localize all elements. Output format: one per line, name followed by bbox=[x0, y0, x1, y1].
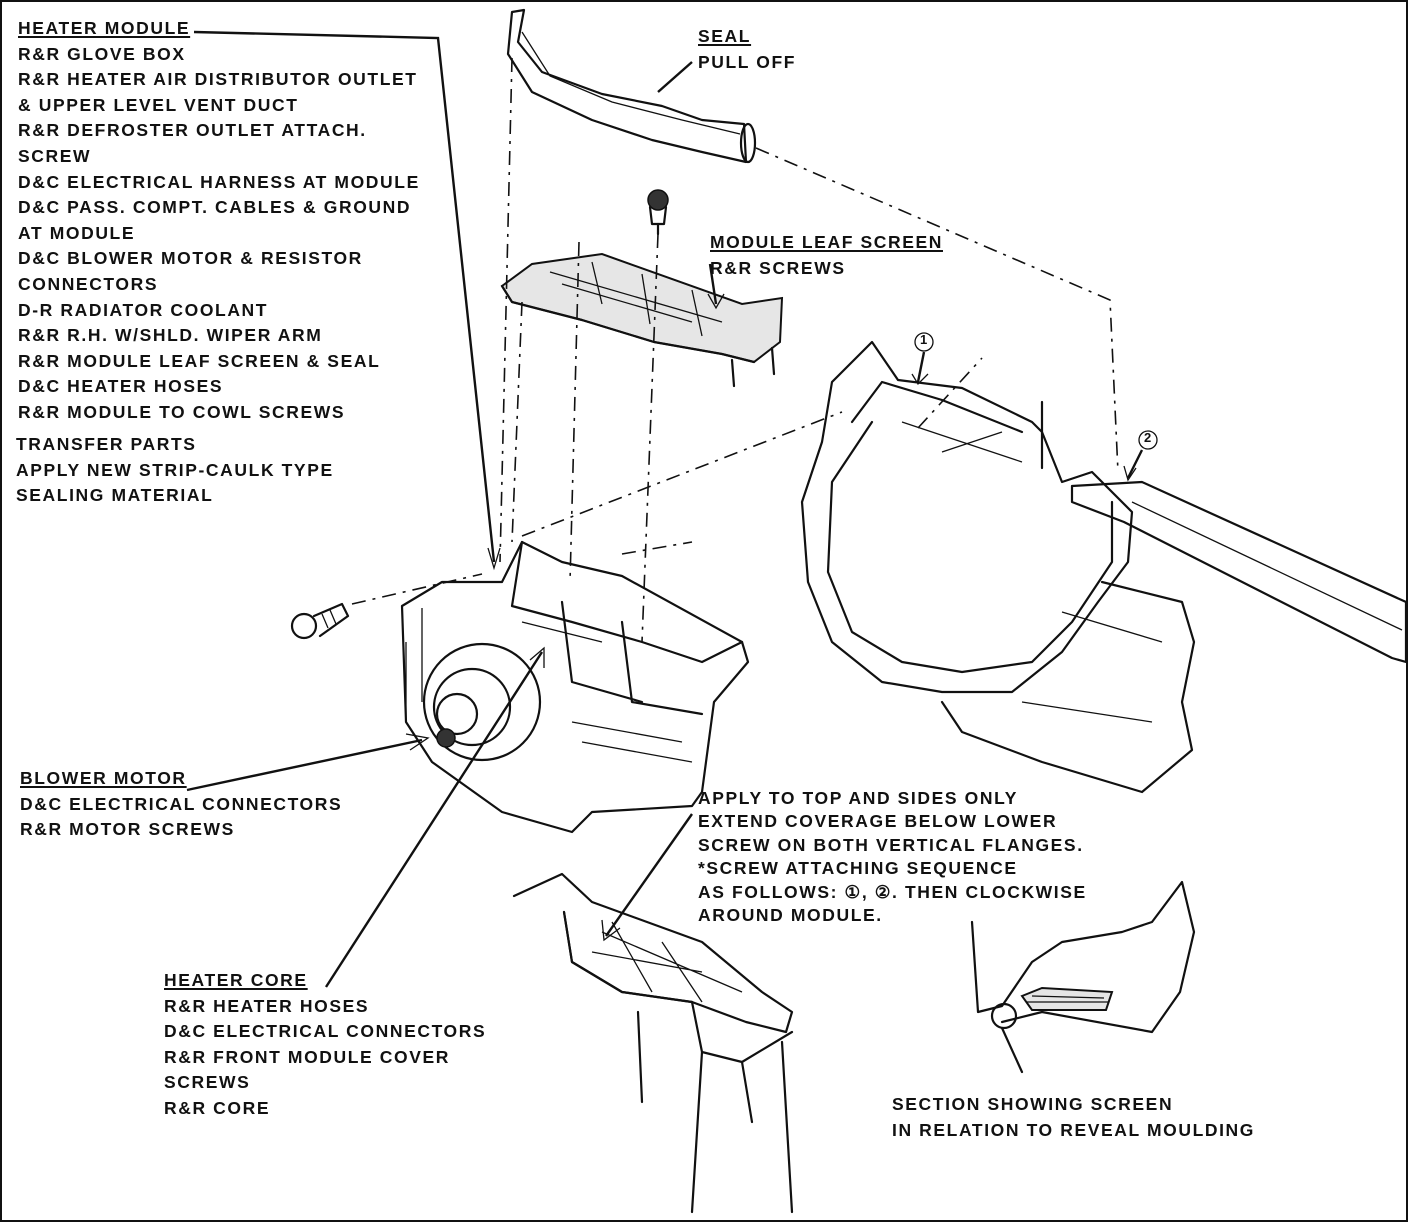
seal-title: SEAL bbox=[698, 26, 752, 46]
apply-note-line: SCREW ON BOTH VERTICAL FLANGES. bbox=[698, 834, 1084, 855]
transfer-step: TRANSFER PARTS bbox=[16, 434, 197, 454]
blower-motor-step: D&C ELECTRICAL CONNECTORS bbox=[20, 793, 343, 814]
heater-module-step: D&C PASS. COMPT. CABLES & GROUND bbox=[18, 197, 412, 218]
heater-module-title: HEATER MODULE bbox=[18, 18, 191, 38]
leaf-screen-label: MODULE LEAF SCREEN R&R SCREWS bbox=[710, 230, 943, 281]
heater-module-step: & UPPER LEVEL VENT DUCT bbox=[18, 94, 299, 115]
section-caption-line: IN RELATION TO REVEAL MOULDING bbox=[892, 1119, 1256, 1140]
callout-one: 1 bbox=[920, 332, 928, 347]
heater-core-label: HEATER CORE R&R HEATER HOSES D&C ELECTRI… bbox=[164, 968, 486, 1122]
heater-module-step: D&C HEATER HOSES bbox=[18, 376, 224, 397]
leaf-screen-step: R&R SCREWS bbox=[710, 257, 846, 278]
heater-core-step: R&R FRONT MODULE COVER bbox=[164, 1046, 451, 1067]
reveal-moulding bbox=[1072, 482, 1406, 662]
transfer-parts-label: TRANSFER PARTS APPLY NEW STRIP-CAULK TYP… bbox=[16, 432, 334, 509]
heater-module-step: SCREW bbox=[18, 145, 92, 166]
seal-label: SEAL PULL OFF bbox=[698, 24, 796, 75]
heater-core-step: R&R CORE bbox=[164, 1097, 271, 1118]
heater-core-step: D&C ELECTRICAL CONNECTORS bbox=[164, 1021, 487, 1042]
apply-note-line: APPLY TO TOP AND SIDES ONLY bbox=[698, 788, 1019, 808]
blower-motor-title: BLOWER MOTOR bbox=[20, 768, 187, 788]
bolt-icon bbox=[292, 604, 348, 638]
module-leaf-screen bbox=[502, 254, 782, 386]
apply-note-line: *SCREW ATTACHING SEQUENCE bbox=[698, 858, 1018, 879]
leaf-screen-title: MODULE LEAF SCREEN bbox=[710, 232, 943, 252]
heater-module-step: D&C BLOWER MOTOR & RESISTOR bbox=[18, 248, 363, 269]
apply-note: APPLY TO TOP AND SIDES ONLY EXTEND COVER… bbox=[698, 787, 1087, 927]
heater-core bbox=[514, 874, 792, 1212]
apply-note-line: AROUND MODULE. bbox=[698, 904, 883, 925]
heater-module-step: AT MODULE bbox=[18, 222, 136, 243]
heater-core-step: SCREWS bbox=[164, 1072, 251, 1093]
heater-module-step: D&C ELECTRICAL HARNESS AT MODULE bbox=[18, 171, 420, 192]
heater-module-step: CONNECTORS bbox=[18, 273, 159, 294]
transfer-step: SEALING MATERIAL bbox=[16, 485, 214, 506]
blower-motor-label: BLOWER MOTOR D&C ELECTRICAL CONNECTORS R… bbox=[20, 766, 342, 843]
heater-module-body bbox=[402, 542, 748, 832]
heater-module-step: D-R RADIATOR COOLANT bbox=[18, 299, 269, 320]
screw-icon bbox=[648, 190, 668, 234]
heater-module-step: R&R HEATER AIR DISTRIBUTOR OUTLET bbox=[18, 69, 418, 90]
cowl-opening bbox=[802, 342, 1194, 792]
heater-module-step: R&R GLOVE BOX bbox=[18, 43, 186, 64]
section-caption-line: SECTION SHOWING SCREEN bbox=[892, 1094, 1174, 1114]
heater-module-label: HEATER MODULE R&R GLOVE BOX R&R HEATER A… bbox=[18, 16, 420, 426]
blower-motor-step: R&R MOTOR SCREWS bbox=[20, 819, 235, 840]
heater-core-title: HEATER CORE bbox=[164, 970, 308, 990]
heater-module-step: R&R MODULE LEAF SCREEN & SEAL bbox=[18, 350, 381, 371]
seal-strip bbox=[508, 10, 755, 162]
heater-core-step: R&R HEATER HOSES bbox=[164, 995, 370, 1016]
seal-step: PULL OFF bbox=[698, 51, 797, 72]
apply-note-line: AS FOLLOWS: ①, ②. THEN CLOCKWISE bbox=[698, 881, 1087, 902]
leader-lines bbox=[187, 32, 724, 987]
heater-module-step: R&R DEFROSTER OUTLET ATTACH. bbox=[18, 120, 367, 141]
callout-markers bbox=[912, 333, 1157, 480]
apply-note-line: EXTEND COVERAGE BELOW LOWER bbox=[698, 811, 1058, 832]
alignment-lines bbox=[352, 58, 1118, 642]
section-caption: SECTION SHOWING SCREEN IN RELATION TO RE… bbox=[892, 1092, 1255, 1143]
section-detail bbox=[972, 882, 1194, 1072]
heater-module-step: R&R MODULE TO COWL SCREWS bbox=[18, 401, 346, 422]
heater-module-step: R&R R.H. W/SHLD. WIPER ARM bbox=[18, 325, 323, 346]
callout-two: 2 bbox=[1144, 430, 1152, 445]
transfer-step: APPLY NEW STRIP-CAULK TYPE bbox=[16, 459, 334, 480]
